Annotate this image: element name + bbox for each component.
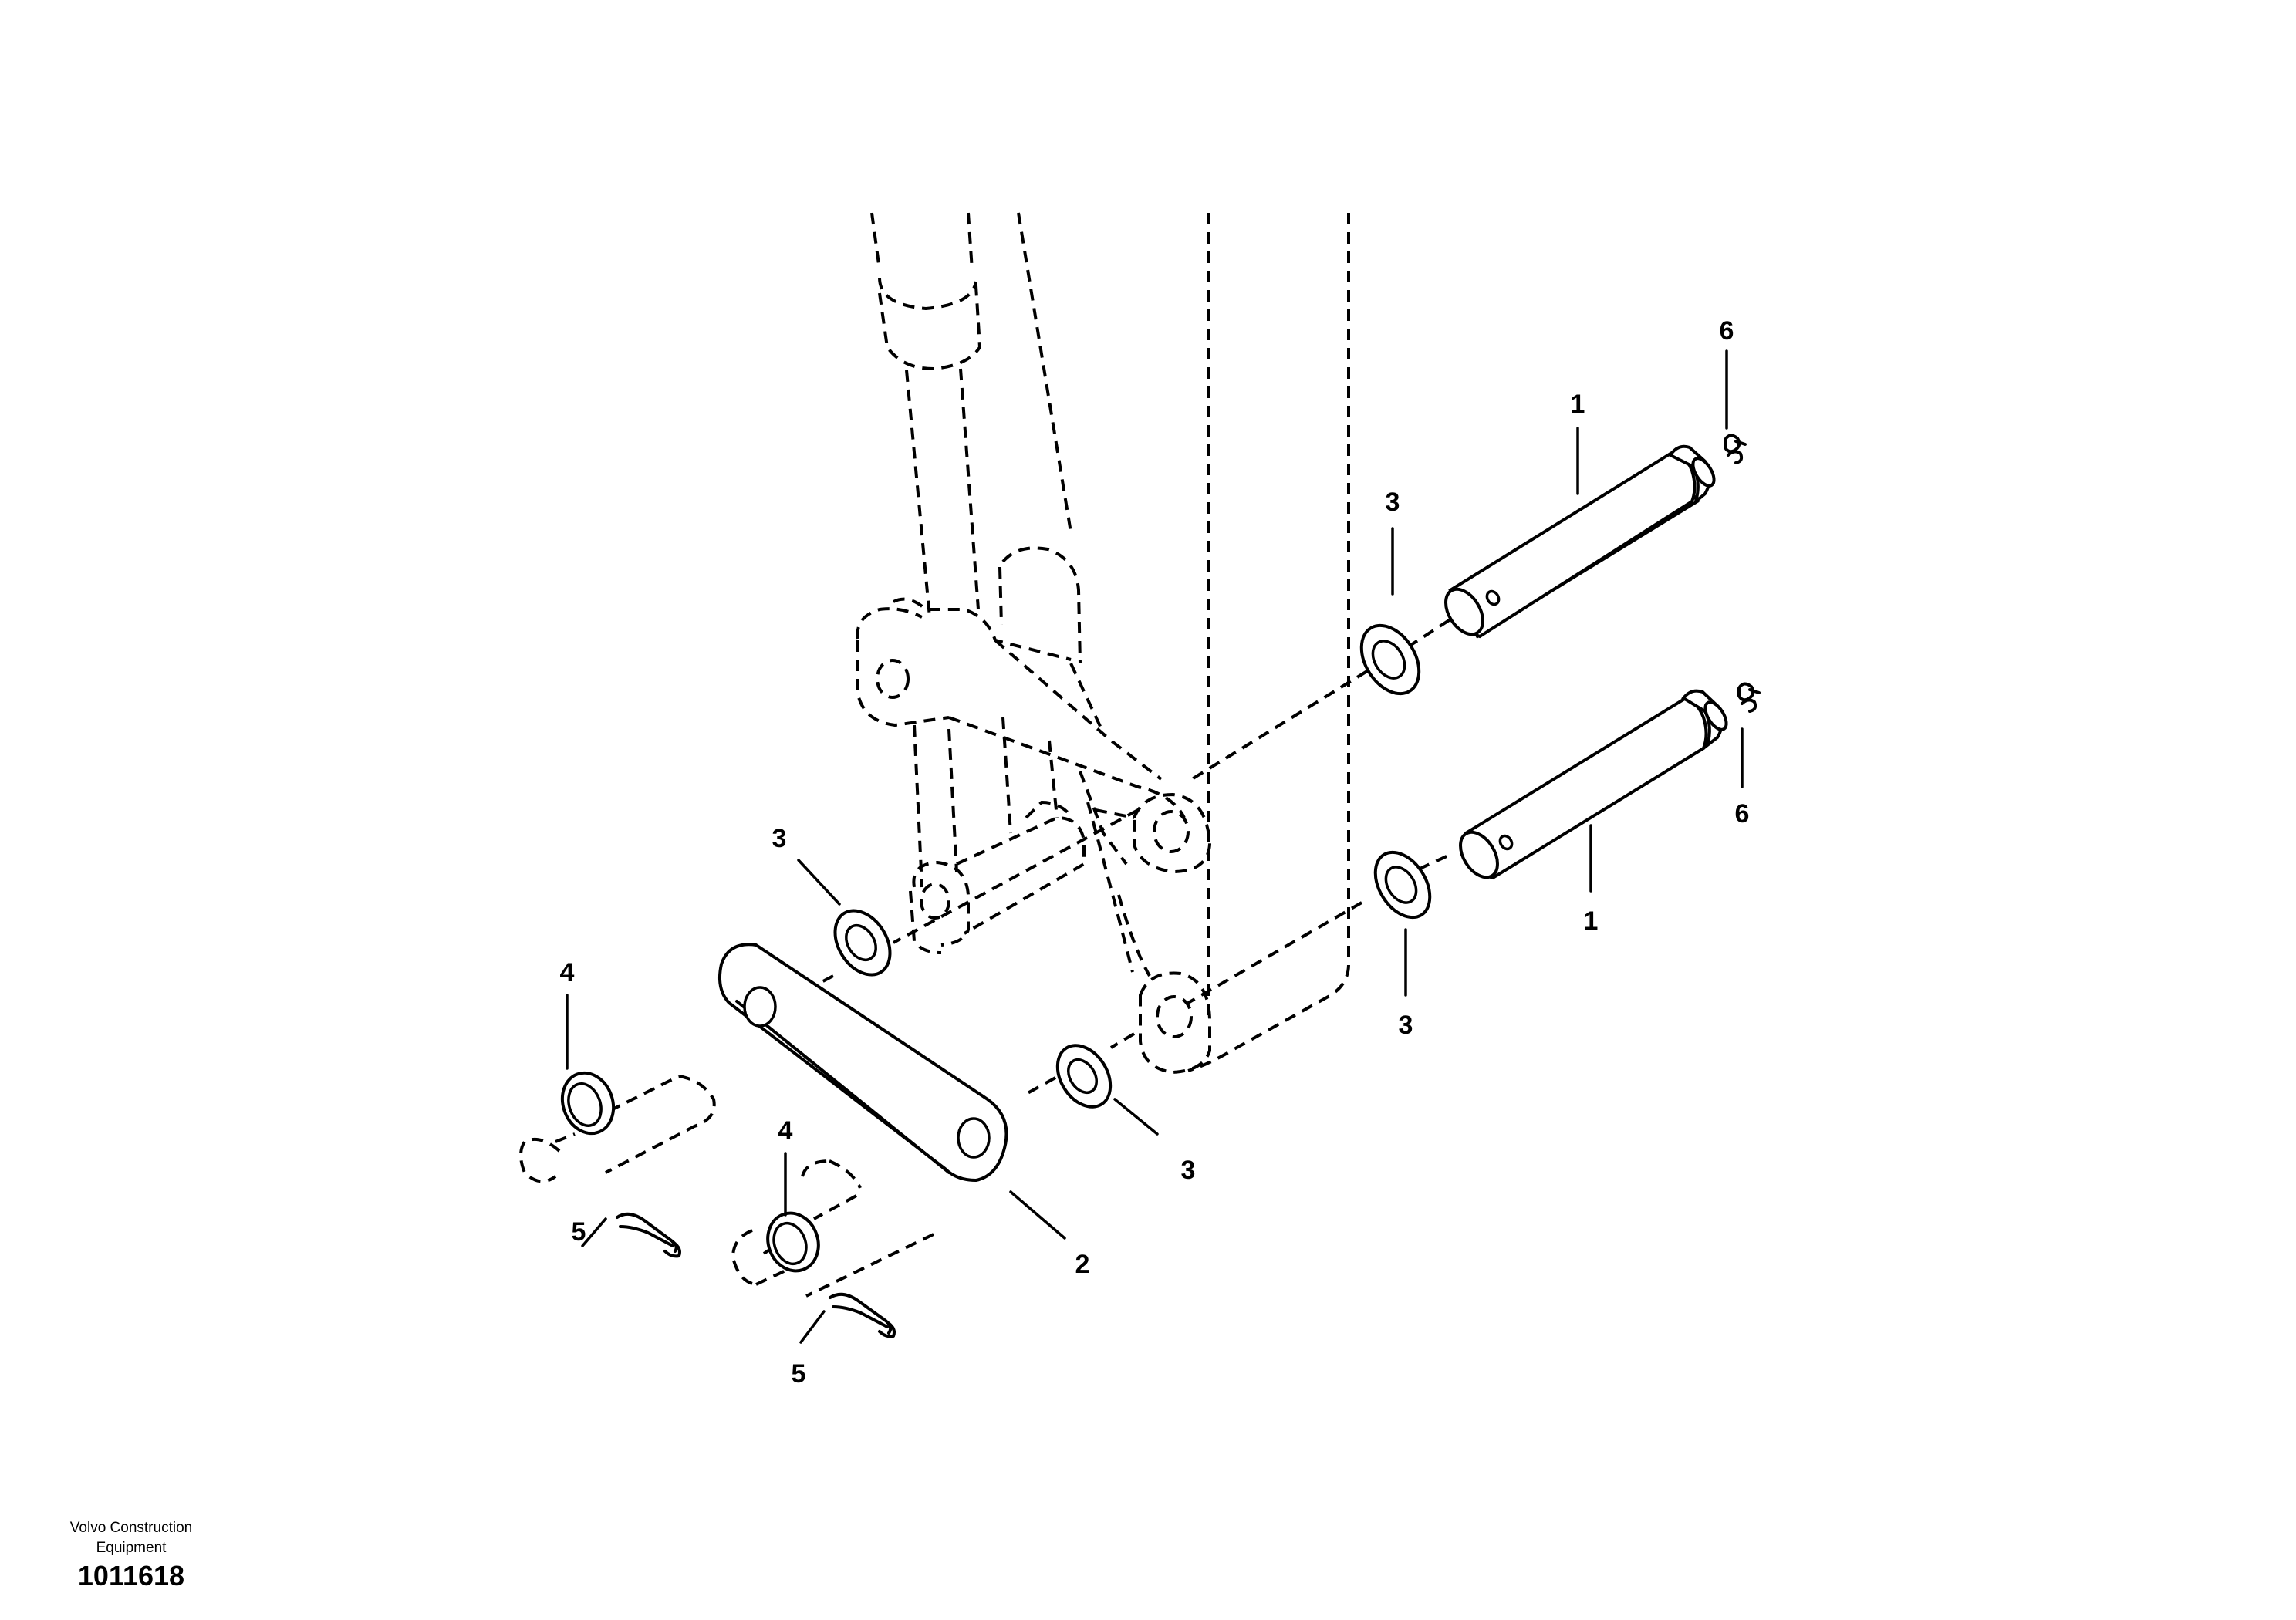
manufacturer-line-1: Volvo Construction — [69, 1520, 193, 1536]
callout-lower-left-washer: 3 — [1181, 1156, 1196, 1185]
callout-labels: 1 1 2 3 3 3 3 4 4 5 5 6 6 — [560, 316, 1750, 1389]
callout-upper-lock: 6 — [1720, 316, 1734, 346]
drawing-number: 1011618 — [77, 1560, 185, 1591]
clip-upper — [616, 1212, 681, 1258]
washer-lower-right — [1373, 850, 1432, 920]
manufacturer-label: Volvo Construction Equipment — [31, 1518, 231, 1558]
phantom-arm-structure — [856, 212, 1350, 1074]
callout-lower-lock: 6 — [1735, 799, 1750, 829]
lock-screw-upper — [1724, 434, 1747, 464]
clip-lower — [829, 1292, 896, 1338]
washer-lower-left — [1055, 1044, 1113, 1109]
bushing-lower — [766, 1211, 820, 1273]
callout-lower-right-washer: 3 — [1399, 1011, 1413, 1040]
callout-lower-clip: 5 — [792, 1359, 806, 1389]
washer-upper-right — [1359, 623, 1421, 696]
callout-upper-bushing: 4 — [560, 958, 575, 987]
pin-lower — [1459, 689, 1728, 880]
callout-upper-pin: 1 — [1571, 390, 1585, 419]
callout-lower-bushing: 4 — [778, 1116, 793, 1146]
callout-link: 2 — [1075, 1250, 1090, 1279]
leader-lines — [566, 349, 1744, 1344]
callout-lower-pin: 1 — [1584, 906, 1599, 936]
callout-upper-clip: 5 — [572, 1217, 586, 1247]
callout-upper-right-washer: 3 — [1386, 488, 1400, 517]
pin-upper — [1444, 444, 1716, 639]
lock-screw-lower — [1737, 682, 1761, 713]
link-plate — [718, 943, 1008, 1183]
bushing-upper — [560, 1071, 616, 1136]
alignment-axes — [519, 608, 1467, 1298]
callout-upper-left-washer: 3 — [772, 824, 787, 853]
manufacturer-line-2: Equipment — [96, 1540, 167, 1556]
washer-upper-left — [833, 909, 892, 977]
